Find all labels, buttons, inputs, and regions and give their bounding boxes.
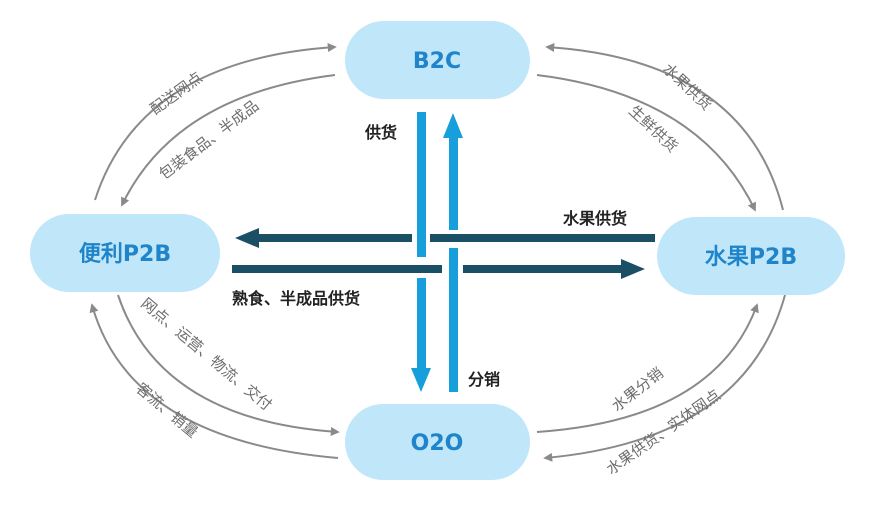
node-fruit-p2b-label: 水果P2B xyxy=(705,245,797,270)
arc-o2o-to-convenience-outer xyxy=(89,303,339,459)
node-convenience-p2b xyxy=(30,214,220,292)
arc-label-bottom-right-inner: 水果分销 xyxy=(608,364,666,415)
arc-convenience-to-b2c-outer xyxy=(94,42,337,201)
node-o2o-label: O2O xyxy=(411,431,464,456)
label-cooked-food-supply: 熟食、半成品供货 xyxy=(232,289,360,308)
arrow-fruit-to-convenience-left-segment xyxy=(257,234,412,242)
node-b2c xyxy=(345,21,530,99)
arc-fruit-to-b2c-outer xyxy=(545,42,784,211)
arrow-b2c-to-o2o-top-segment xyxy=(417,112,426,257)
arc-label-top-left-outer: 配送网点 xyxy=(147,68,206,118)
arrow-o2o-to-b2c-bottom-segment xyxy=(449,248,458,392)
arc-o2o-to-fruit-inner xyxy=(536,303,759,433)
arc-b2c-to-fruit-inner xyxy=(536,74,756,212)
arrow-b2c-to-o2o-head xyxy=(411,368,431,392)
label-supply: 供货 xyxy=(364,123,397,142)
arc-label-top-right-outer: 水果供货 xyxy=(659,60,715,114)
arrow-convenience-to-fruit-head xyxy=(621,259,645,279)
arrow-fruit-to-convenience-head xyxy=(235,228,259,248)
node-convenience-p2b-label: 便利P2B xyxy=(79,242,171,267)
label-fruit-supply: 水果供货 xyxy=(563,209,627,228)
arrow-convenience-to-fruit-left-segment xyxy=(232,265,442,273)
node-b2c-label: B2C xyxy=(413,49,461,74)
node-fruit-p2b xyxy=(657,217,845,295)
arc-convenience-to-o2o-inner xyxy=(117,294,340,437)
label-distribution: 分销 xyxy=(468,370,500,389)
arrow-b2c-to-o2o-bottom-segment xyxy=(417,278,426,370)
arrow-o2o-to-b2c-top-segment xyxy=(449,136,458,230)
arc-label-bottom-left-outer: 客流、销量 xyxy=(132,379,201,441)
arc-b2c-to-convenience-inner xyxy=(121,74,336,207)
arrow-o2o-to-b2c-head xyxy=(443,113,463,138)
arrow-convenience-to-fruit-right-segment xyxy=(463,265,623,273)
arc-label-top-right-inner: 生鲜供货 xyxy=(625,102,681,156)
node-o2o xyxy=(345,404,530,480)
arc-fruit-to-o2o-outer xyxy=(543,294,786,462)
arrow-fruit-to-convenience-right-segment xyxy=(430,234,655,242)
